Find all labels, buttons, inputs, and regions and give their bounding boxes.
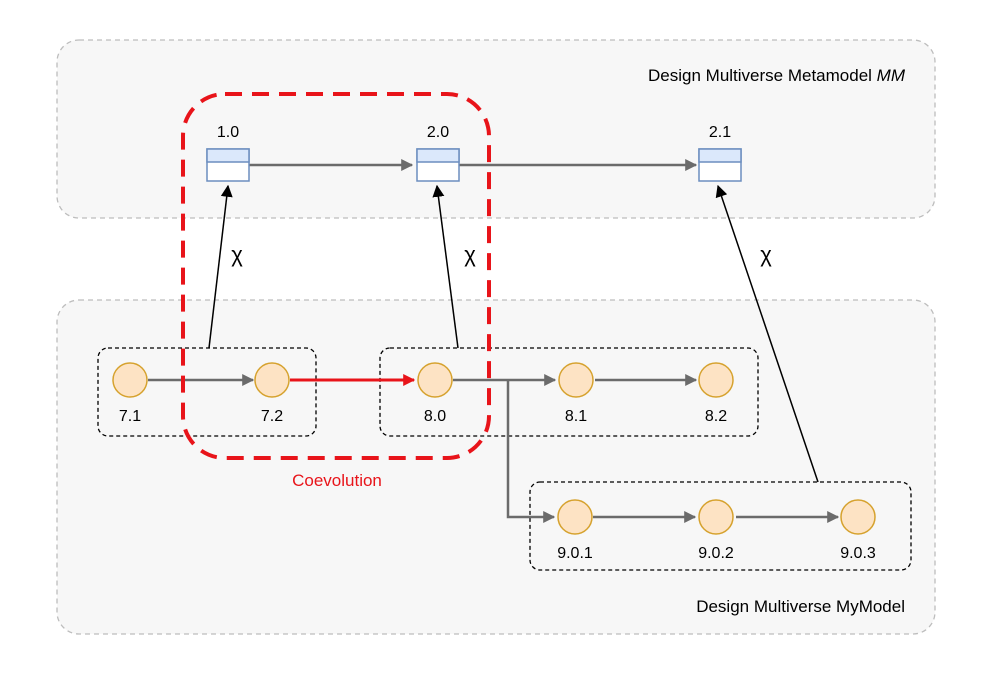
version-label: 1.0 <box>217 124 239 141</box>
version-label: 7.1 <box>119 408 141 425</box>
version-group-7 <box>97 347 317 437</box>
metaclass-node-1.0: 1.0 <box>206 124 250 182</box>
conformance-arrow-3 <box>715 184 819 483</box>
metaclass-node-2.1: 2.1 <box>698 124 742 182</box>
version-group-9 <box>529 481 912 571</box>
version-label: 2.0 <box>427 124 449 141</box>
model-title: Design Multiverse MyModel <box>696 597 905 616</box>
metamodel-title: Design Multiverse Metamodel MM <box>648 66 906 85</box>
coevolution-highlight <box>181 92 491 460</box>
version-label: 9.0.1 <box>557 545 593 562</box>
chi-label-2: χ <box>464 242 476 267</box>
model-node-7.1: 7.1 <box>112 362 148 425</box>
model-node-8.2: 8.2 <box>698 362 734 425</box>
model-region: Design Multiverse MyModel <box>56 299 936 635</box>
coevolution-label: Coevolution <box>292 471 382 490</box>
edge-8.0-9.0.1 <box>506 380 556 523</box>
conformance-arrow-1 <box>208 184 233 349</box>
metamodel-region: Design Multiverse Metamodel MM <box>56 39 936 219</box>
model-node-9.0.3: 9.0.3 <box>840 499 876 562</box>
conformance-arrow-2 <box>432 184 459 349</box>
chi-label-3: χ <box>760 242 772 267</box>
version-label: 8.0 <box>424 408 446 425</box>
version-label: 2.1 <box>709 124 731 141</box>
metaclass-node-2.0: 2.0 <box>416 124 460 182</box>
model-node-7.2: 7.2 <box>254 362 290 425</box>
version-label: 7.2 <box>261 408 283 425</box>
version-label: 8.2 <box>705 408 727 425</box>
version-group-8 <box>379 347 759 437</box>
version-label: 9.0.3 <box>840 545 876 562</box>
model-node-8.0: 8.0 <box>417 362 453 425</box>
model-node-9.0.1: 9.0.1 <box>557 499 593 562</box>
version-label: 9.0.2 <box>698 545 734 562</box>
model-node-8.1: 8.1 <box>558 362 594 425</box>
model-node-9.0.2: 9.0.2 <box>698 499 734 562</box>
version-label: 8.1 <box>565 408 587 425</box>
chi-label-1: χ <box>231 242 243 267</box>
